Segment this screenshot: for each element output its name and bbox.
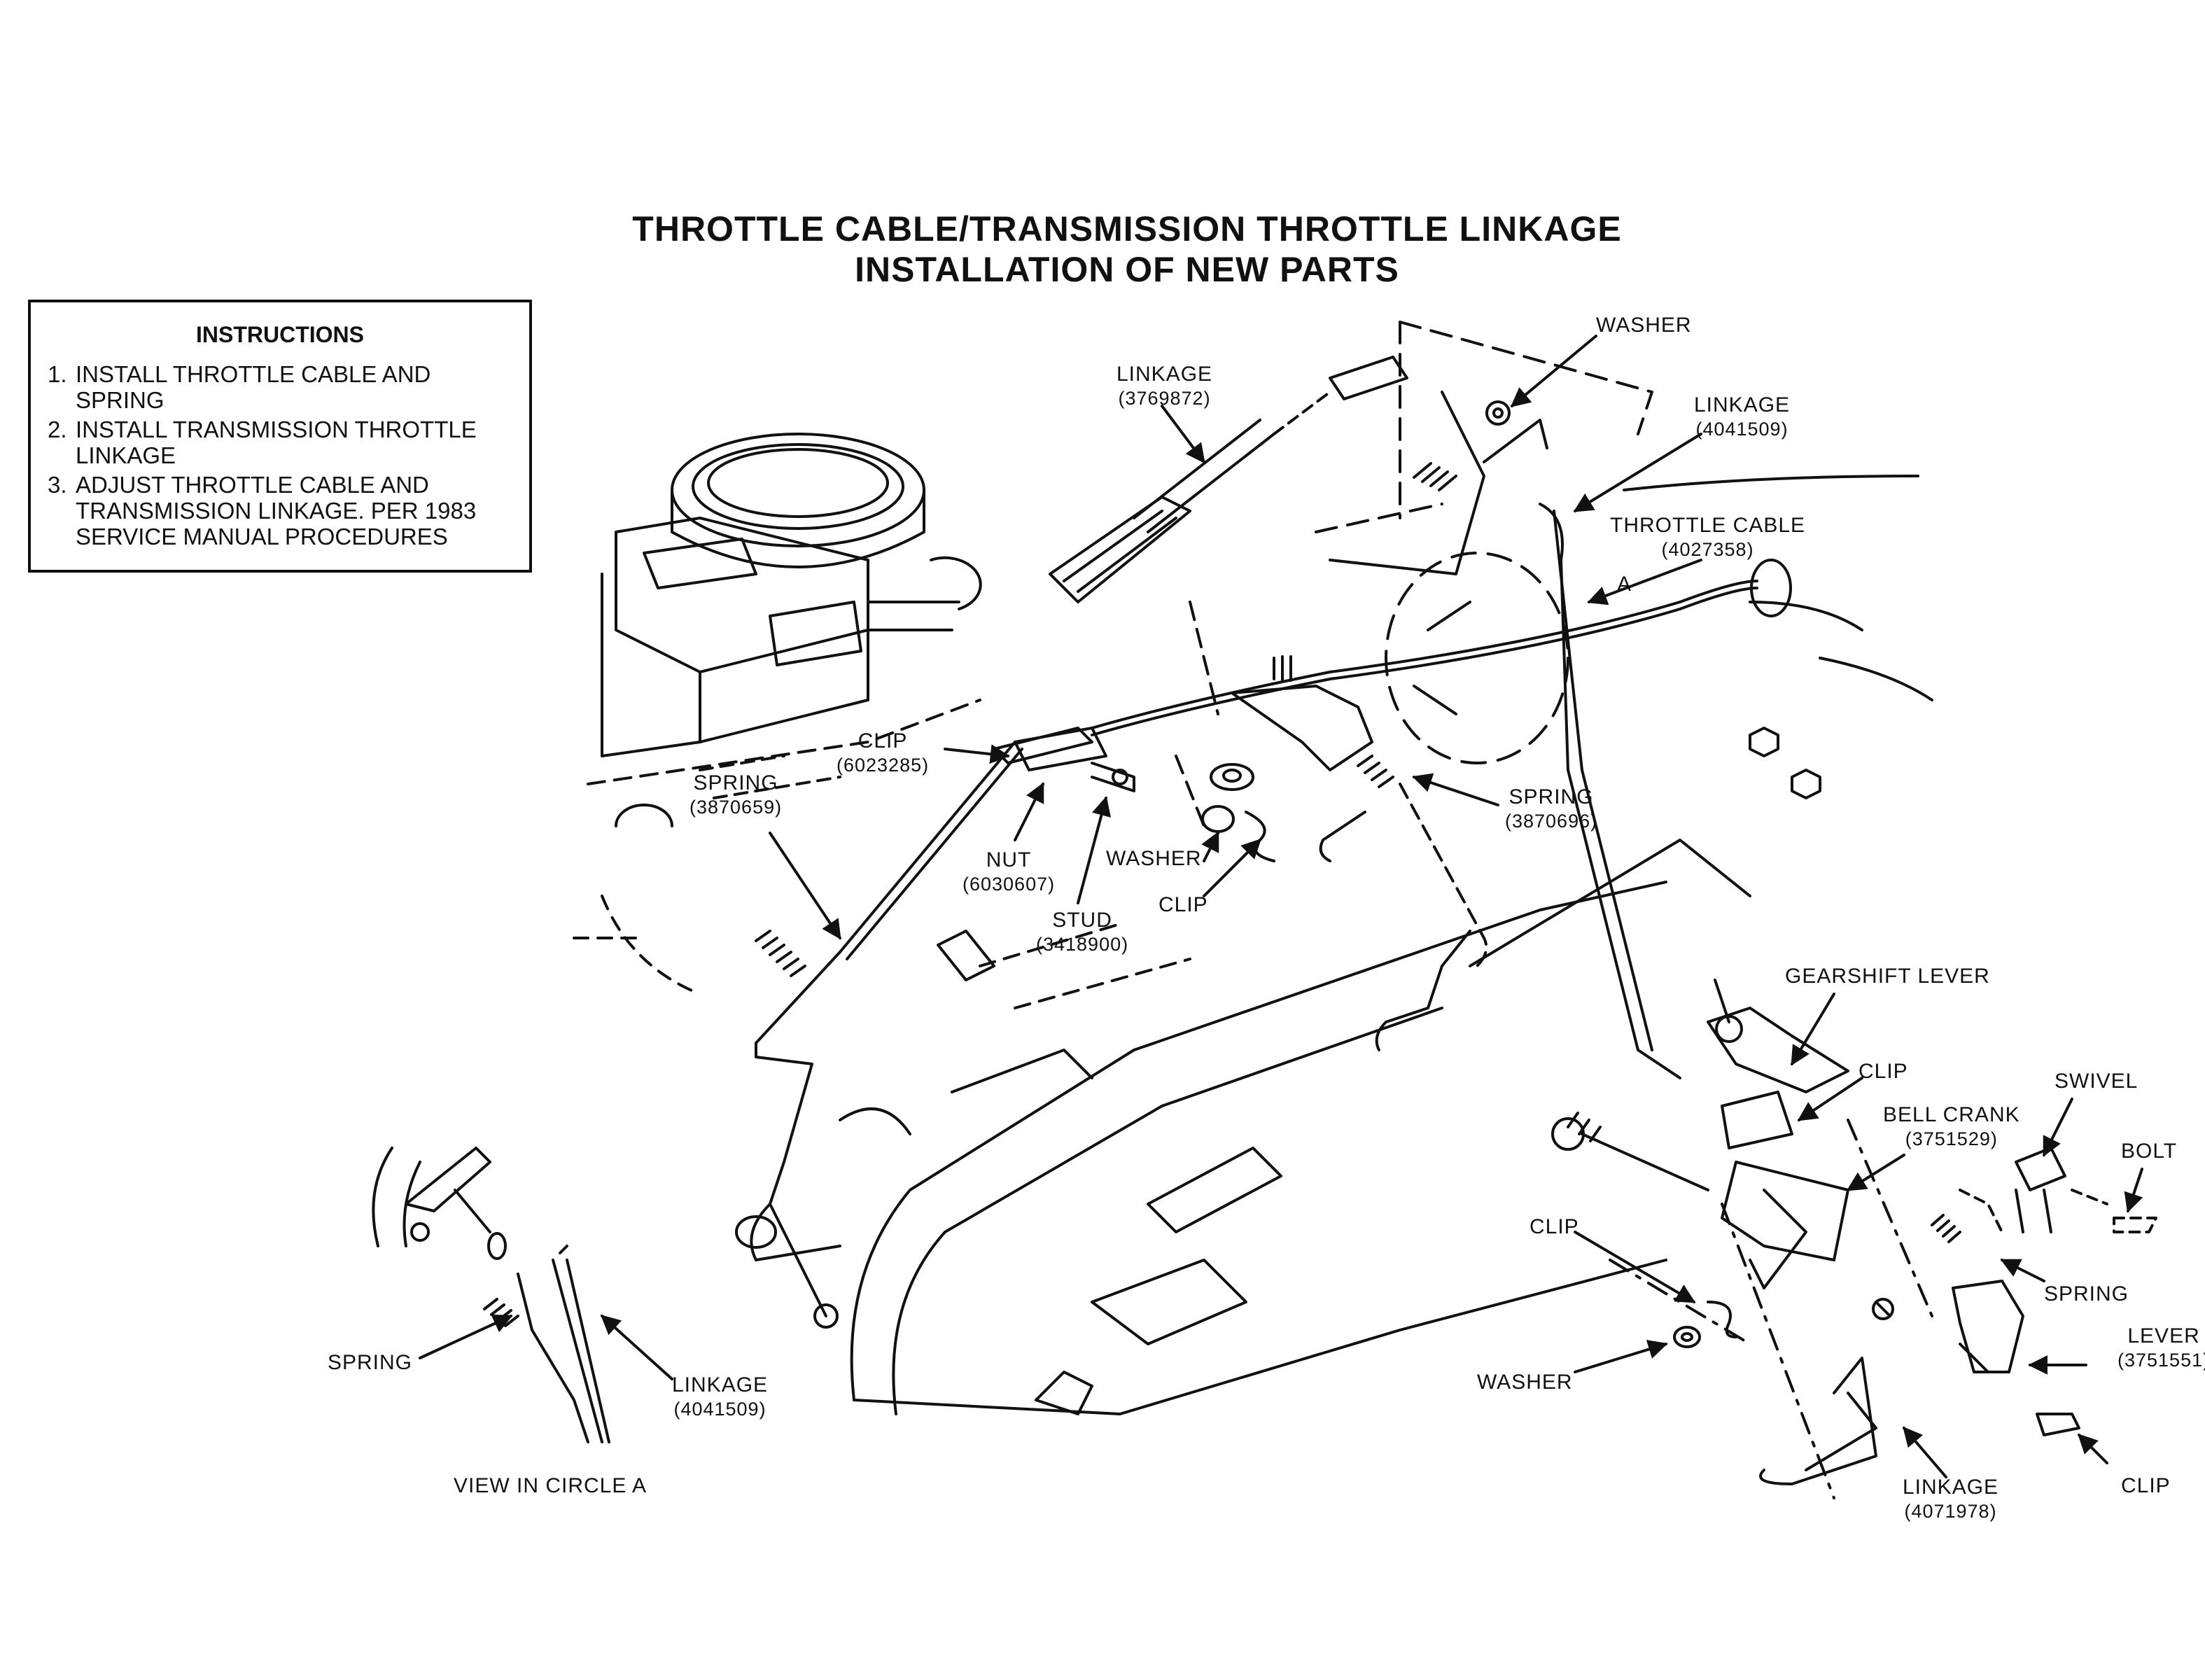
instruction-number: 3. xyxy=(48,472,67,498)
callout-swivel: SWIVEL xyxy=(2054,1070,2138,1093)
callout-gearshift-lever: GEARSHIFT LEVER xyxy=(1785,965,1990,988)
upper-hardware-drawing xyxy=(1413,400,1548,491)
callout-name: CLIP xyxy=(1158,893,1208,916)
callout-spring-right: SPRING xyxy=(2044,1282,2129,1306)
swivel-bolt-lever-drawing xyxy=(1931,1147,2157,1436)
callout-throttle-cable: THROTTLE CABLE (4027358) xyxy=(1610,514,1805,561)
callout-part-number: (3870659) xyxy=(690,797,783,818)
bell-crank-drawing xyxy=(1551,979,1933,1499)
caption-text: VIEW IN CIRCLE A xyxy=(454,1474,648,1497)
instruction-text: INSTALL THROTTLE CABLE AND SPRING xyxy=(76,361,431,413)
callout-name: LEVER xyxy=(2127,1324,2200,1348)
callout-bolt: BOLT xyxy=(2121,1140,2177,1163)
callout-part-number: (4041509) xyxy=(1695,419,1788,440)
callout-clip-mid: CLIP xyxy=(1158,893,1208,917)
callout-bell-crank: BELL CRANK (3751529) xyxy=(1883,1103,2020,1151)
callout-part-number: (3769872) xyxy=(1118,388,1211,409)
callout-part-number: (3751551) xyxy=(2118,1350,2205,1371)
callout-name: CLIP xyxy=(2121,1474,2171,1497)
callout-name: A xyxy=(1617,573,1632,596)
right-nuts-drawing xyxy=(1623,475,1933,799)
instruction-item: 2. INSTALL TRANSMISSION THROTTLE LINKAGE xyxy=(48,416,524,468)
callout-circle-a: A xyxy=(1617,573,1632,596)
callout-linkage-4071978: LINKAGE (4071978) xyxy=(1903,1476,1998,1523)
callout-name: LINKAGE xyxy=(672,1373,769,1396)
callout-linkage-4041509-top: LINKAGE (4041509) xyxy=(1694,393,1790,441)
callout-name: BOLT xyxy=(2121,1140,2178,1163)
linkage-3769872-drawing xyxy=(1049,356,1408,603)
callout-name: SPRING xyxy=(2044,1282,2129,1306)
instruction-text: ADJUST THROTTLE CABLE AND TRANSMISSION L… xyxy=(76,472,477,550)
throttle-cable-drawing xyxy=(993,559,1792,771)
instructions-heading: INSTRUCTIONS xyxy=(196,322,364,347)
callout-spring-3870696: SPRING (3870696) xyxy=(1505,785,1597,833)
instruction-number: 2. xyxy=(48,416,67,442)
circle-a-detail-drawing xyxy=(372,1147,610,1443)
middle-hardware-drawing xyxy=(1014,727,1488,1051)
callout-name: WASHER xyxy=(1477,1371,1573,1394)
callout-spring-circle-a: SPRING xyxy=(328,1351,412,1375)
callout-name: GEARSHIFT LEVER xyxy=(1785,965,1990,988)
leader-arrows xyxy=(419,335,2143,1478)
callout-name: WASHER xyxy=(1106,847,1202,870)
caption-view-in-circle-a: VIEW IN CIRCLE A xyxy=(454,1474,647,1498)
callout-lever: LEVER (3751551) xyxy=(2118,1324,2205,1372)
diagram-subtitle: INSTALLATION OF NEW PARTS xyxy=(855,250,1399,289)
callout-name: SWIVEL xyxy=(2054,1070,2138,1093)
callout-name: SPRING xyxy=(328,1351,413,1374)
circle-a-drawing xyxy=(1385,503,1681,1079)
callout-part-number: (3418900) xyxy=(1036,934,1129,955)
callout-part-number: (3751529) xyxy=(1905,1128,1998,1149)
callout-clip-lower: CLIP xyxy=(1530,1215,1579,1239)
callout-part-number: (6030607) xyxy=(962,874,1056,895)
callout-nut: NUT (6030607) xyxy=(962,848,1055,896)
callout-clip-bottom: CLIP xyxy=(2121,1474,2171,1498)
callout-name: WASHER xyxy=(1596,314,1692,337)
callout-spring-3870659: SPRING (3870659) xyxy=(690,771,782,819)
diagram-title: THROTTLE CABLE/TRANSMISSION THROTTLE LIN… xyxy=(632,209,1622,248)
instruction-text: INSTALL TRANSMISSION THROTTLE LINKAGE xyxy=(76,416,477,468)
instruction-number: 1. xyxy=(48,361,67,387)
callout-part-number: (6023285) xyxy=(836,755,930,776)
callout-stud: STUD (3418900) xyxy=(1036,909,1128,956)
callout-part-number: (4041509) xyxy=(673,1399,766,1420)
callout-washer-mid: WASHER xyxy=(1106,847,1202,871)
throttle-rod-drawing xyxy=(735,741,1023,1329)
callout-name: STUD xyxy=(1052,909,1112,932)
engine-block-drawing xyxy=(573,839,1751,1415)
callout-name: THROTTLE CABLE xyxy=(1610,514,1806,537)
lower-clip-washer-drawing xyxy=(1673,1301,1737,1348)
callout-name: CLIP xyxy=(1530,1215,1579,1238)
instructions-box: INSTRUCTIONS 1. INSTALL THROTTLE CABLE AN… xyxy=(28,300,532,573)
callout-part-number: (4027358) xyxy=(1661,539,1754,560)
callout-name: SPRING xyxy=(1508,785,1594,808)
callout-name: NUT xyxy=(986,848,1032,872)
instructions-list: 1. INSTALL THROTTLE CABLE AND SPRING 2. IN… xyxy=(48,361,524,553)
callout-part-number: (4071978) xyxy=(1904,1501,1997,1522)
callout-name: SPRING xyxy=(693,771,778,794)
callout-washer-lower: WASHER xyxy=(1477,1371,1573,1394)
callout-linkage-3769872: LINKAGE (3769872) xyxy=(1116,363,1212,410)
callout-clip-6023285: CLIP (6023285) xyxy=(836,729,929,777)
callout-clip-right: CLIP xyxy=(1858,1060,1908,1084)
instruction-item: 1. INSTALL THROTTLE CABLE AND SPRING xyxy=(48,361,524,413)
callout-name: CLIP xyxy=(858,729,908,752)
callout-linkage-4041509-circle-a: LINKAGE (4041509) xyxy=(672,1373,768,1421)
instruction-item: 3. ADJUST THROTTLE CABLE AND TRANSMISSION… xyxy=(48,472,524,550)
callout-name: LINKAGE xyxy=(1694,393,1791,416)
callout-washer-top: WASHER xyxy=(1596,314,1692,337)
callout-name: CLIP xyxy=(1858,1060,1908,1083)
callout-name: LINKAGE xyxy=(1116,363,1213,386)
carburetor-drawing xyxy=(587,433,982,827)
callout-part-number: (3870696) xyxy=(1505,811,1598,832)
bracket-outline-drawing xyxy=(1175,321,1653,827)
callout-name: LINKAGE xyxy=(1903,1476,1999,1499)
callout-name: BELL CRANK xyxy=(1883,1103,2020,1126)
